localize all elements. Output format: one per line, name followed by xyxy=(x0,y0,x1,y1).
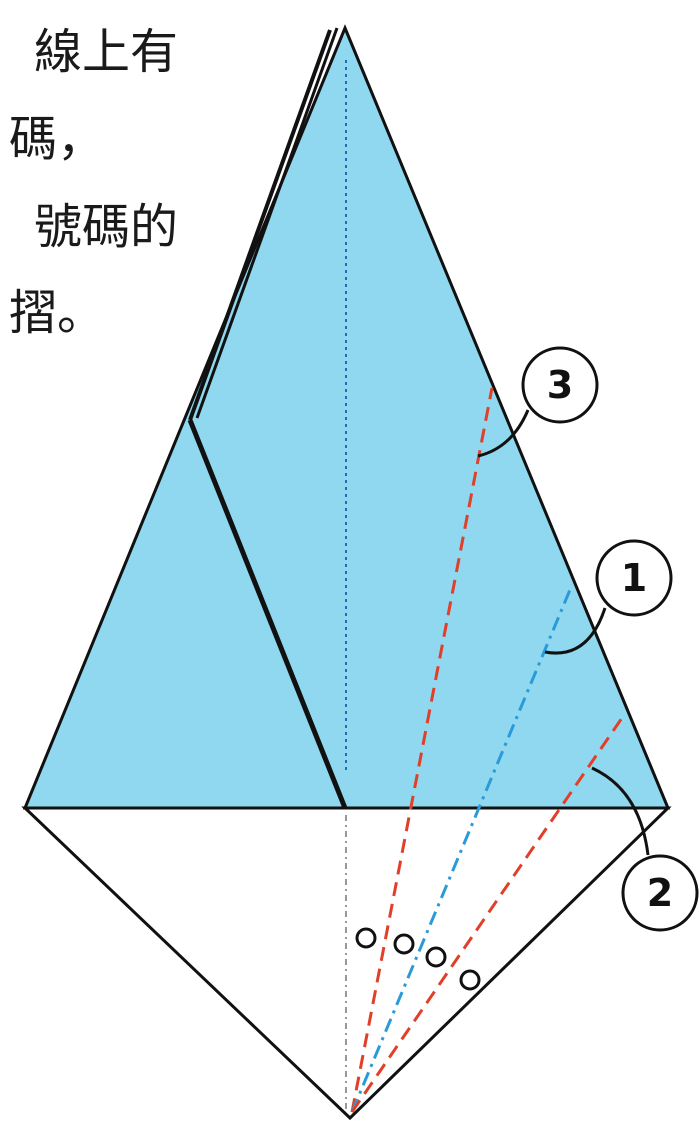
pivot-marks xyxy=(355,927,481,991)
fold-line-3 xyxy=(350,387,494,1113)
instruction-line-2: 碼， xyxy=(9,111,105,167)
circle-icon xyxy=(393,933,415,955)
instruction-line-3: 號碼的 xyxy=(34,199,178,255)
circle-icon xyxy=(595,539,673,617)
callout-3: 3 xyxy=(521,346,599,424)
label-leaders xyxy=(477,409,650,856)
layer-edges xyxy=(187,27,348,809)
callout-3-label: 3 xyxy=(547,363,573,407)
circle-icon xyxy=(521,346,599,424)
circle-icon xyxy=(459,969,481,991)
fold-line-2 xyxy=(350,714,626,1113)
callout-2: 2 xyxy=(621,854,699,932)
circle-icon xyxy=(621,854,699,932)
instruction-line-4: 摺。 xyxy=(9,285,105,341)
circle-icon xyxy=(355,927,377,949)
circle-icon xyxy=(425,946,447,968)
instruction-line-1: 線上有 xyxy=(34,24,178,80)
callout-1-label: 1 xyxy=(621,556,647,600)
callout-2-label: 2 xyxy=(647,871,673,915)
instruction-text: 線上有 碼， 號碼的 摺。 xyxy=(9,24,178,341)
callout-1: 1 xyxy=(595,539,673,617)
fold-line-1 xyxy=(350,584,574,1113)
